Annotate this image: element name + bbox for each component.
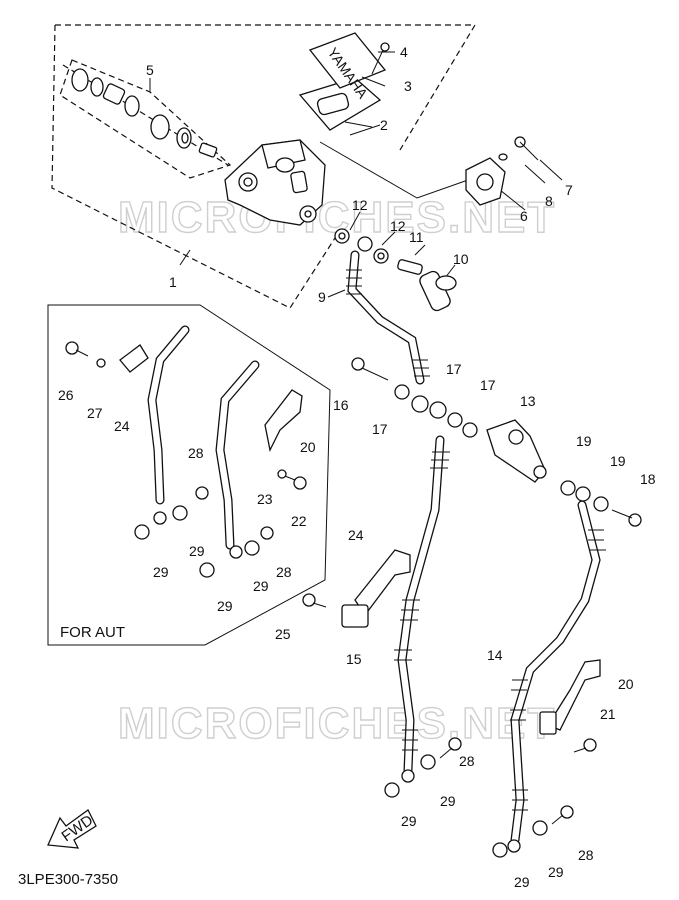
bottom-fittings [384, 737, 574, 858]
callout-11: 11 [409, 229, 424, 245]
hose-clamp-right [539, 659, 601, 753]
callout-12b: 12 [390, 218, 406, 234]
diaphragm [298, 77, 382, 131]
callout-19a: 19 [576, 433, 592, 449]
callout-10: 10 [453, 251, 469, 267]
cap-screw [371, 42, 390, 75]
reservoir-cap: YAMAHA [308, 32, 387, 102]
hose-clamp-center [302, 549, 411, 628]
brake-hose-15 [394, 435, 450, 783]
callout-29d: 29 [217, 598, 233, 614]
callout-14: 14 [487, 647, 503, 663]
holder-assembly [465, 136, 539, 206]
callout-17a: 17 [446, 361, 462, 377]
callout-20a: 20 [300, 439, 316, 455]
right-fittings [560, 480, 642, 527]
callout-28d: 28 [578, 847, 594, 863]
callout-17c: 17 [372, 421, 388, 437]
callout-4: 4 [400, 44, 408, 60]
callout-19b: 19 [610, 453, 626, 469]
joint-assembly [351, 357, 547, 483]
callout-29e: 29 [440, 793, 456, 809]
callout-29b: 29 [189, 543, 205, 559]
panel-label: FOR AUT [60, 624, 125, 641]
callout-29h: 29 [514, 874, 530, 890]
callout-18: 18 [640, 471, 656, 487]
callout-17b: 17 [480, 377, 496, 393]
callout-28b: 28 [276, 564, 292, 580]
watermark-bottom: MICROFICHES.NET [118, 699, 556, 748]
callout-13: 13 [520, 393, 536, 409]
brake-hose-14 [507, 500, 606, 853]
for-aut-panel: FOR AUT [47, 304, 331, 646]
callout-9: 9 [318, 289, 326, 305]
callout-7: 7 [565, 182, 573, 198]
callout-29f: 29 [401, 813, 417, 829]
callout-24b: 24 [348, 527, 364, 543]
callout-21: 21 [600, 706, 616, 722]
callout-3: 3 [404, 78, 412, 94]
callout-28c: 28 [459, 753, 475, 769]
leader-lines-top [149, 51, 563, 298]
callout-22: 22 [291, 513, 307, 529]
callout-26: 26 [58, 387, 74, 403]
callout-6: 6 [520, 208, 528, 224]
callout-24a: 24 [114, 418, 130, 434]
callout-5: 5 [146, 62, 154, 78]
callout-29a: 29 [153, 564, 169, 580]
callout-28a: 28 [188, 445, 204, 461]
callout-25: 25 [275, 626, 291, 642]
callout-8: 8 [545, 193, 553, 209]
callout-23: 23 [257, 491, 273, 507]
callout-29c: 29 [253, 578, 269, 594]
top-banjo-fittings [334, 228, 457, 312]
callout-20b: 20 [618, 676, 634, 692]
master-cylinder-group: YAMAHA [51, 24, 477, 309]
fwd-arrow-icon: FWD [47, 809, 97, 849]
diagram-code: 3LPE300-7350 [18, 871, 118, 888]
piston-kit [71, 68, 218, 158]
callout-16: 16 [333, 397, 349, 413]
brake-hose-9 [346, 250, 430, 385]
master-cylinder-body [224, 139, 326, 226]
callout-1: 1 [169, 274, 177, 290]
callout-2: 2 [380, 117, 388, 133]
callout-27: 27 [87, 405, 103, 421]
callout-12a: 12 [352, 197, 368, 213]
callout-29g: 29 [548, 864, 564, 880]
callouts: 1 2 3 4 5 6 7 8 9 10 11 12 12 13 14 15 1… [58, 44, 656, 890]
callout-15: 15 [346, 651, 362, 667]
